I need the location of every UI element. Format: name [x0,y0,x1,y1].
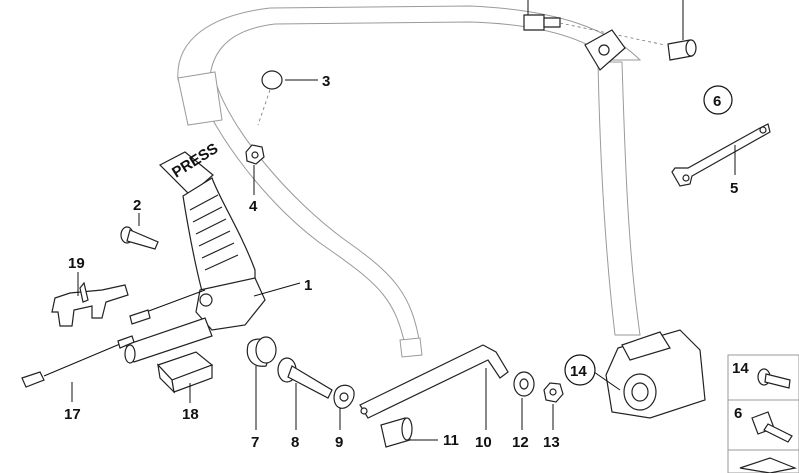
part-14-retractor [605,329,706,419]
callout-6: 6 [713,93,721,110]
callout-5: 5 [730,180,738,197]
callout-3: 3 [322,73,330,90]
part-3-cap [257,70,283,126]
part-1-buckle [124,151,266,364]
part-4-nut [245,144,265,165]
callout-17: 17 [64,406,81,423]
part-11-spacer [380,417,413,448]
callout-7: 7 [251,434,259,451]
callout-11: 11 [443,432,459,449]
callout-circle-14 [564,354,596,386]
legend-panel: 14 6 [727,354,799,473]
callout-12: 12 [512,434,529,451]
callout-18: 18 [182,406,199,423]
callout-10: 10 [475,434,492,451]
callout-19: 19 [68,255,85,272]
callout-1: 1 [304,277,312,294]
part-2-bolt [120,226,159,250]
spacer-sleeve [667,39,697,61]
callout-14: 14 [570,363,587,380]
legend-screw-6-icon [751,411,793,443]
part-17-cable [21,335,135,388]
callout-4: 4 [249,198,258,215]
part-18-block [156,351,214,394]
upper-anchor-bolt [523,14,666,46]
part-10-anchor-bar [359,344,509,419]
leader-lines [71,0,736,441]
callout-circle-6 [703,85,733,115]
part-19-clip [51,281,129,327]
part-5-bracket [671,123,771,187]
part-7-sleeve [246,336,277,367]
callout-2: 2 [133,197,141,214]
legend-screw-14-icon [757,368,791,389]
part-9-washer [333,384,355,409]
callout-8: 8 [291,434,299,451]
legend-arrow-icon [739,457,798,473]
part-13-nut [543,382,564,403]
height-adjuster-bracket [584,29,626,71]
part-8-bolt [277,357,333,399]
legend-label-6: 6 [734,405,742,422]
callout-9: 9 [335,434,343,451]
part-12-washer [513,371,535,397]
legend-label-14: 14 [732,360,749,377]
callout-13: 13 [543,434,560,451]
